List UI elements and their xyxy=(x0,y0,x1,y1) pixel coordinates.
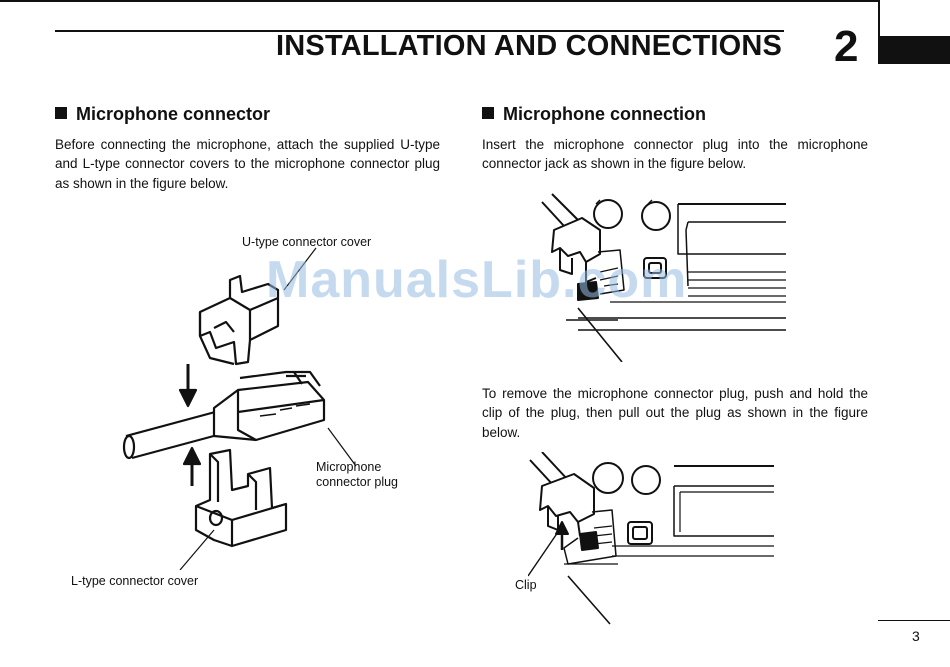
section-heading-microphone-connection: Microphone connection xyxy=(482,104,706,125)
label-mic-plug: Microphone connector plug xyxy=(316,460,399,489)
page-number-rule xyxy=(878,620,950,621)
bullet-square-icon xyxy=(55,107,67,119)
right-paragraph-insert: Insert the microphone connector plug int… xyxy=(482,135,868,174)
paragraph-line: Before connecting the microphone, attach… xyxy=(55,137,440,152)
bullet-square-icon xyxy=(482,107,494,119)
paragraph-line: Insert the microphone connector plug int… xyxy=(482,137,868,152)
page-number: 3 xyxy=(912,628,920,644)
chapter-thumb-tab xyxy=(878,0,950,64)
label-clip: Clip xyxy=(515,578,537,592)
chapter-number: 2 xyxy=(834,22,859,71)
paragraph-line: connector jack as shown in the figure be… xyxy=(482,156,747,172)
paragraph-line: clip of the plug, then pull out the plug… xyxy=(482,405,868,421)
top-rule xyxy=(0,0,878,2)
page-title: INSTALLATION AND CONNECTIONS xyxy=(276,30,783,62)
paragraph-line: and L-type connector covers to the micro… xyxy=(55,156,440,172)
header-rule xyxy=(55,30,784,32)
paragraph-line: below. xyxy=(482,424,521,440)
section-heading-microphone-connector: Microphone connector xyxy=(55,104,270,125)
right-paragraph-remove: To remove the microphone connector plug,… xyxy=(482,384,868,442)
insert-plug-illustration xyxy=(541,193,786,362)
left-paragraph: Before connecting the microphone, attach… xyxy=(55,135,440,193)
remove-plug-illustration xyxy=(528,452,774,625)
paragraph-line: To remove the microphone connector plug,… xyxy=(482,386,868,401)
label-u-type-cover: U-type connector cover xyxy=(242,235,372,249)
label-l-type-cover: L-type connector cover xyxy=(71,574,199,588)
connector-cover-illustration xyxy=(122,247,357,570)
paragraph-line: as shown in the figure below. xyxy=(55,175,229,191)
watermark: ManualsLib.com xyxy=(266,251,688,309)
